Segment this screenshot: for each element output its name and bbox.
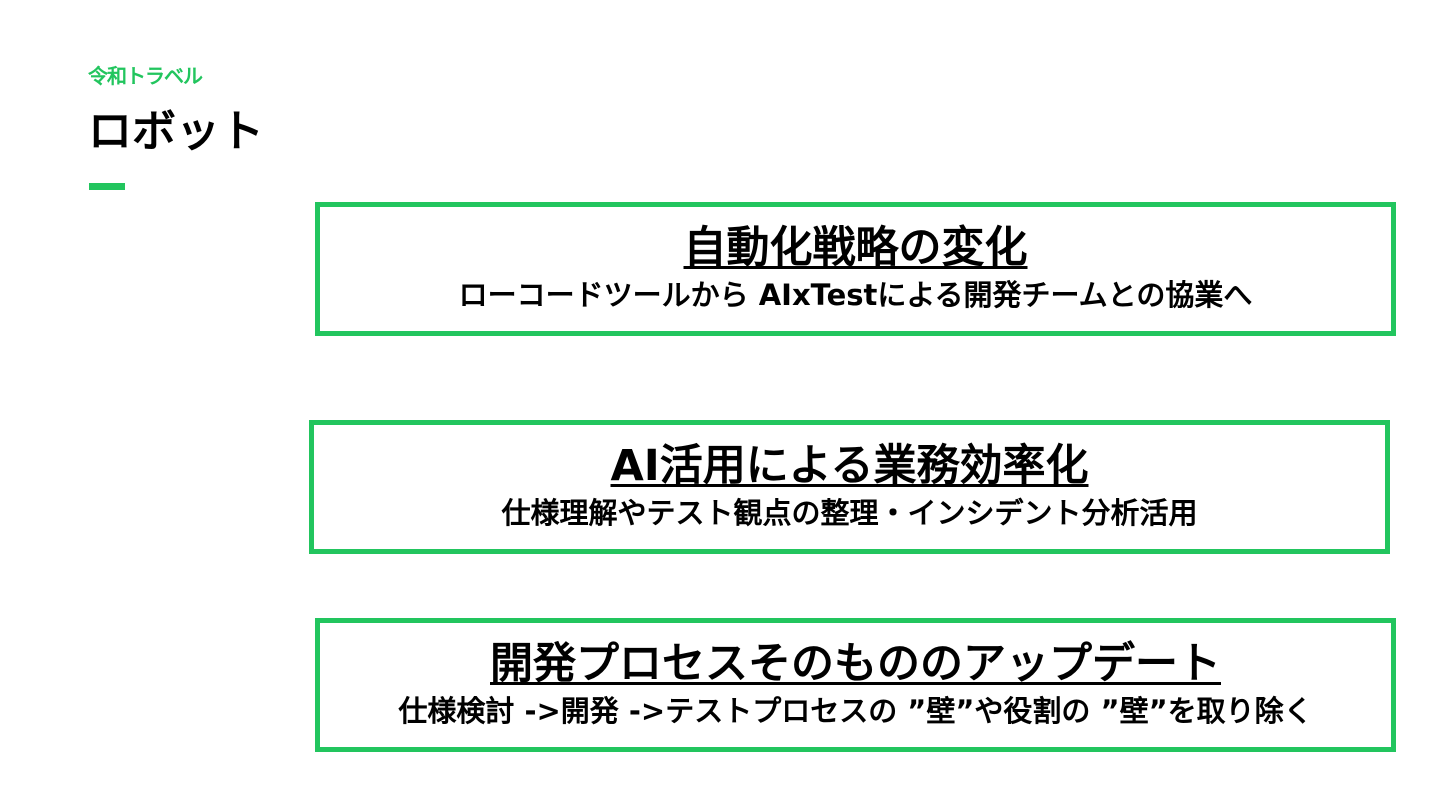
brand-name: 令和トラベル <box>88 64 203 88</box>
card-ai-efficiency: AI活用による業務効率化 仕様理解やテスト観点の整理・インシデント分析活用 <box>309 420 1390 554</box>
card-heading: 開発プロセスそのもののアップデート <box>490 639 1221 689</box>
card-subtext: ローコードツールから AIxTestによる開発チームとの協業へ <box>458 278 1253 312</box>
card-subtext: 仕様理解やテスト観点の整理・インシデント分析活用 <box>501 496 1198 530</box>
card-subtext: 仕様検討 ->開発 ->テストプロセスの ”壁”や役割の ”壁”を取り除く <box>398 694 1313 728</box>
card-process-update: 開発プロセスそのもののアップデート 仕様検討 ->開発 ->テストプロセスの ”… <box>315 618 1396 752</box>
card-heading: 自動化戦略の変化 <box>683 223 1028 273</box>
card-heading: AI活用による業務効率化 <box>610 441 1089 491</box>
card-automation-strategy: 自動化戦略の変化 ローコードツールから AIxTestによる開発チームとの協業へ <box>315 202 1396 336</box>
page-title: ロボット <box>88 106 264 157</box>
title-accent-bar <box>89 183 125 190</box>
